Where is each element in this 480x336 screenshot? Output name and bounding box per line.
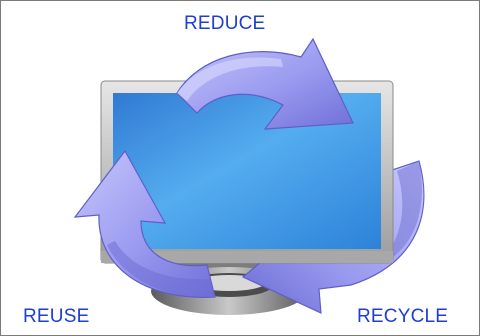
reduce-label: REDUCE [184,13,265,35]
recycle-label: RECYCLE [357,306,448,328]
monitor-icon [101,81,393,263]
reuse-label: REUSE [23,306,89,328]
